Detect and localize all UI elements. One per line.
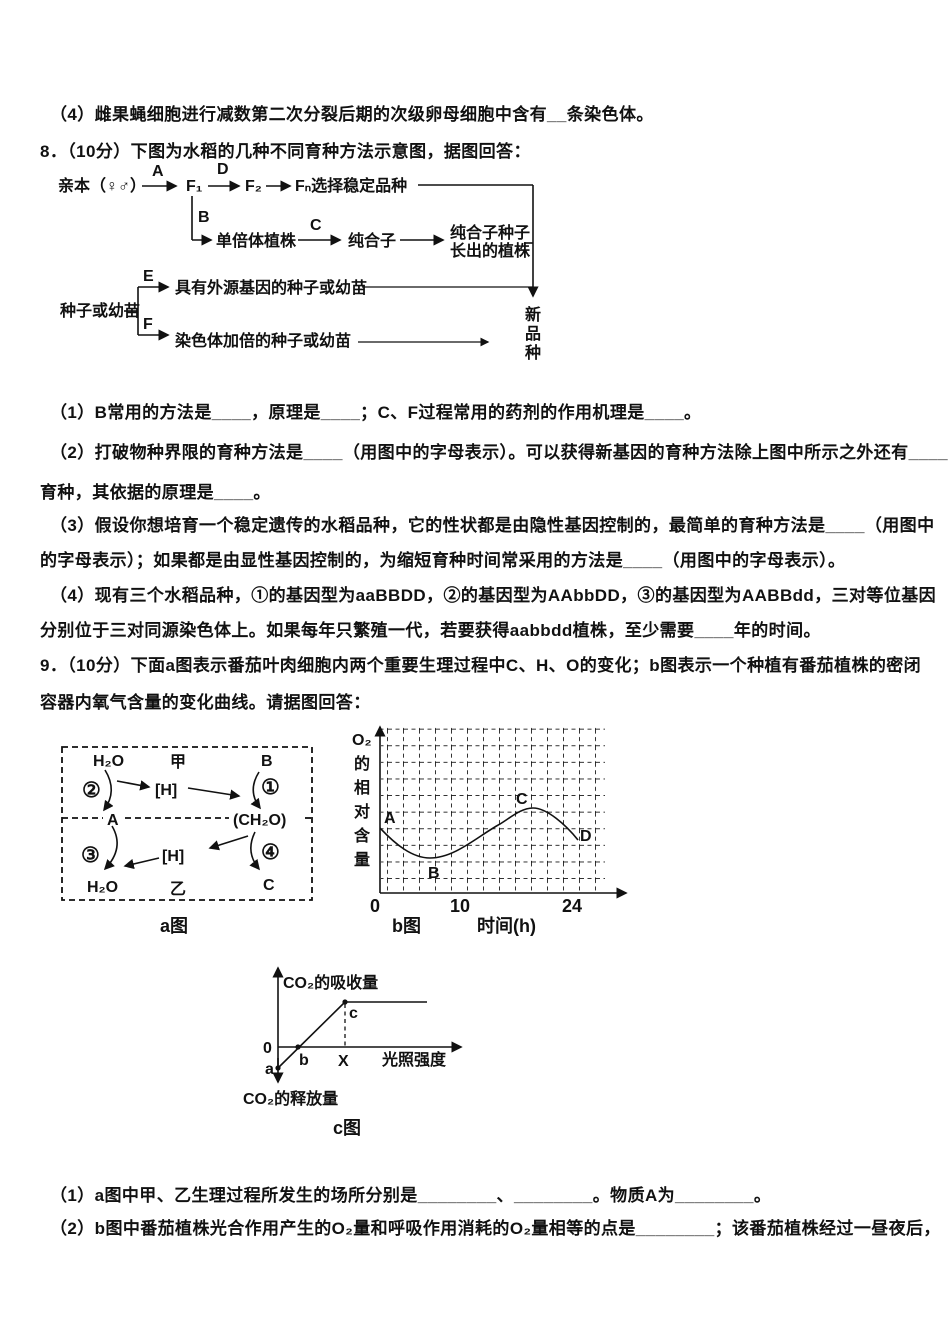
q8-stem-text: 8．（10分）下图为水稻的几种不同育种方法示意图，据图回答： bbox=[40, 142, 531, 161]
arrow-A-label: A bbox=[152, 163, 164, 180]
tick-10: 10 bbox=[450, 896, 470, 916]
cell-dashed-box bbox=[61, 746, 313, 901]
q9-sub1-text: （1）a图中甲、乙生理过程所发生的场所分别是________、________。… bbox=[50, 1186, 772, 1205]
ylabel-char-3: 对 bbox=[354, 802, 370, 821]
curve-a-to-h2o bbox=[103, 825, 118, 871]
arrow-C-label: C bbox=[310, 217, 322, 234]
arrow-ch2o-to-h bbox=[208, 835, 249, 851]
diagram-c-caption: c图 bbox=[333, 1118, 361, 1138]
exogenous-label: 具有外源基因的种子或幼苗 bbox=[175, 278, 367, 297]
haploid-label: 单倍体植株 bbox=[216, 231, 297, 250]
point-b-dot bbox=[295, 1044, 301, 1050]
co2-release-label: CO₂的释放量 bbox=[243, 1089, 338, 1108]
point-b-label: b bbox=[299, 1052, 309, 1069]
tick-24: 24 bbox=[562, 896, 582, 916]
arrow-E-label: E bbox=[143, 268, 154, 285]
b-label: B bbox=[261, 753, 273, 770]
ylabel-char-4: 含 bbox=[354, 826, 371, 845]
doubled-label: 染色体加倍的种子或幼苗 bbox=[174, 331, 351, 350]
arrow-2-to-h bbox=[116, 780, 151, 791]
arrow-h-to-1 bbox=[187, 787, 241, 800]
ylabel-char-0: O₂ bbox=[352, 732, 372, 749]
arrow-F-label: F bbox=[143, 316, 153, 333]
arrow-D-label: D bbox=[217, 161, 229, 178]
point-x-label: X bbox=[338, 1053, 349, 1070]
flow-parent-label: 亲本（♀♂） bbox=[58, 176, 146, 195]
f2-label: F₂ bbox=[245, 178, 262, 195]
curve-ch2o-to-c bbox=[249, 831, 260, 871]
h2o-bottom-label: H₂O bbox=[87, 879, 118, 896]
q8-sub3-text-a: （3）假设你想培育一个稳定遗传的水稻品种，它的性状都是由隐性基因控制的，最简单的… bbox=[50, 516, 935, 535]
q8-sub1-text: （1）B常用的方法是____，原理是____；C、F过程常用的药剂的作用机理是_… bbox=[50, 403, 702, 422]
point-c-label: c bbox=[349, 1005, 358, 1022]
q9-diagram-c-co2-light: CO₂的吸收量 0 a b X c 光照强度 CO₂的释放量 c图 bbox=[243, 966, 463, 1138]
curve-b-to-ch2o bbox=[250, 771, 261, 810]
new-variety-char3: 种 bbox=[524, 343, 541, 362]
q8-sub4-text-b: 分别位于三对同源染色体上。如果每年只繁殖一代，若要获得aabbdd植株，至少需要… bbox=[40, 621, 821, 640]
tick-0: 0 bbox=[370, 896, 380, 916]
q7-part4-text: （4）雌果蝇细胞进行减数第二次分裂后期的次级卵母细胞中含有__条染色体。 bbox=[50, 105, 654, 124]
q9-sub2-text: （2）b图中番茄植株光合作用产生的O₂量和呼吸作用消耗的O₂量相等的点是____… bbox=[50, 1219, 941, 1238]
point-B-label: B bbox=[428, 865, 440, 882]
yi-label: 乙 bbox=[170, 881, 186, 898]
circled-1: ① bbox=[261, 776, 280, 799]
q8-sub3-text-b: 的字母表示）；如果都是由显性基因控制的，为缩短育种时间常采用的方法是____（用… bbox=[40, 551, 846, 570]
arrow-h-to-3 bbox=[123, 857, 160, 870]
q9-stem-text-b: 容器内氧气含量的变化曲线。请据图回答： bbox=[40, 693, 371, 712]
light-intensity-label: 光照强度 bbox=[381, 1050, 447, 1069]
new-variety-char2: 品 bbox=[525, 325, 541, 343]
ylabel-char-2: 相 bbox=[354, 778, 370, 797]
ylabel-char-1: 的 bbox=[354, 754, 370, 773]
origin-label: 0 bbox=[263, 1040, 272, 1057]
x-axis-label: 时间(h) bbox=[477, 916, 536, 936]
dashed-grid bbox=[381, 727, 605, 891]
new-variety-char1: 新 bbox=[525, 305, 541, 324]
arrow-B-label: B bbox=[198, 209, 210, 226]
q8-sub2-text-b: 育种，其依据的原理是____。 bbox=[40, 483, 271, 502]
h-bottom-label: [H] bbox=[162, 848, 184, 865]
homoseed-line2: 长出的植株 bbox=[450, 241, 531, 260]
point-C-label: C bbox=[516, 791, 528, 808]
jia-label: 甲 bbox=[170, 753, 186, 771]
h2o-top-label: H₂O bbox=[93, 753, 124, 770]
circled-4: ④ bbox=[261, 841, 280, 864]
o2-curve bbox=[379, 807, 579, 859]
homoseed-line1: 纯合子种子 bbox=[450, 223, 530, 242]
response-line-rising bbox=[277, 1001, 346, 1069]
h-top-label: [H] bbox=[155, 782, 177, 799]
point-A-label: A bbox=[384, 810, 396, 827]
diagram-b-caption: b图 bbox=[392, 916, 421, 936]
q9-stem-text-a: 9．（10分）下面a图表示番茄叶肉细胞内两个重要生理过程中C、H、O的变化；b图… bbox=[40, 656, 922, 675]
ylabel-char-5: 量 bbox=[354, 851, 370, 869]
homozygote-label: 纯合子 bbox=[348, 231, 396, 250]
ch2o-label: (CH₂O) bbox=[233, 812, 286, 829]
circled-3: ③ bbox=[81, 844, 100, 867]
point-a-label: a bbox=[265, 1061, 274, 1078]
a-substance-label: A bbox=[107, 812, 119, 829]
f1-label: F₁ bbox=[186, 178, 203, 195]
q9-diagram-b-o2-curve: O₂ 的 相 对 含 量 A B C D 0 10 24 b图 时间(h) bbox=[352, 725, 628, 936]
q8-breeding-flow-diagram: 亲本（♀♂） A F₁ D F₂ Fₙ选择稳定品种 B 单倍体植株 C 纯合子 … bbox=[58, 161, 541, 362]
diagram-a-caption: a图 bbox=[160, 916, 188, 936]
q8-sub4-text-a: （4）现有三个水稻品种，①的基因型为aaBBDD，②的基因型为AAbbDD，③的… bbox=[50, 586, 937, 605]
fn-select-label: Fₙ选择稳定品种 bbox=[295, 176, 407, 195]
q8-sub2-text-a: （2）打破物种界限的育种方法是____（用图中的字母表示）。可以获得新基因的育种… bbox=[50, 443, 948, 462]
point-a-dot bbox=[275, 1065, 281, 1071]
circled-2: ② bbox=[82, 779, 101, 802]
c-substance-label: C bbox=[263, 877, 275, 894]
co2-absorb-label: CO₂的吸收量 bbox=[283, 973, 378, 992]
point-D-label: D bbox=[580, 828, 592, 845]
breakpoint-dot bbox=[342, 999, 348, 1005]
seed-seedling-label: 种子或幼苗 bbox=[59, 301, 140, 320]
curve-h2o-to-a bbox=[103, 769, 114, 812]
q9-diagram-a-cell-processes: H₂O 甲 B ② [H] ① A (CH₂O) ③ [H] ④ H₂O 乙 C… bbox=[61, 746, 313, 936]
